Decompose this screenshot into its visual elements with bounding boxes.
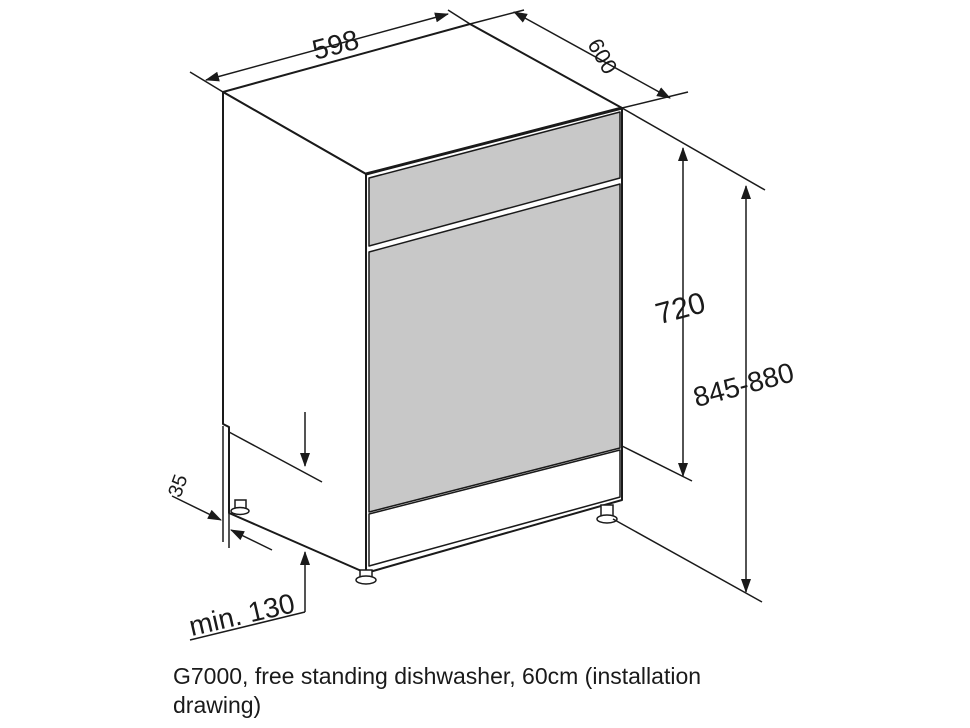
foot-front-right: [596, 504, 618, 524]
depth-label: 600: [582, 34, 622, 78]
dimension-total-height: [612, 185, 763, 603]
dishwasher-installation-drawing: 598 600 720 845-880 35 min. 130: [164, 9, 797, 642]
dimension-min-clearance: [189, 412, 323, 641]
dishwasher-body: [222, 23, 623, 574]
adjustable-feet: [230, 499, 618, 585]
body-height-label: 720: [652, 286, 709, 331]
min-clearance-label: min. 130: [186, 588, 298, 642]
total-height-label: 845-880: [690, 357, 797, 414]
dimension-width: [189, 9, 471, 93]
plinth: [368, 449, 621, 567]
control-panel: [368, 111, 621, 247]
dimension-body-height: [621, 107, 766, 482]
dimension-depth: [469, 9, 689, 109]
drawing-caption: G7000, free standing dishwasher, 60cm (i…: [173, 663, 702, 718]
foot-front-left: [355, 569, 377, 585]
foot-offset-label: 35: [164, 472, 192, 500]
door-panel: [368, 183, 621, 513]
dimension-foot-offset: [171, 426, 273, 551]
foot-rear-left: [230, 499, 250, 516]
